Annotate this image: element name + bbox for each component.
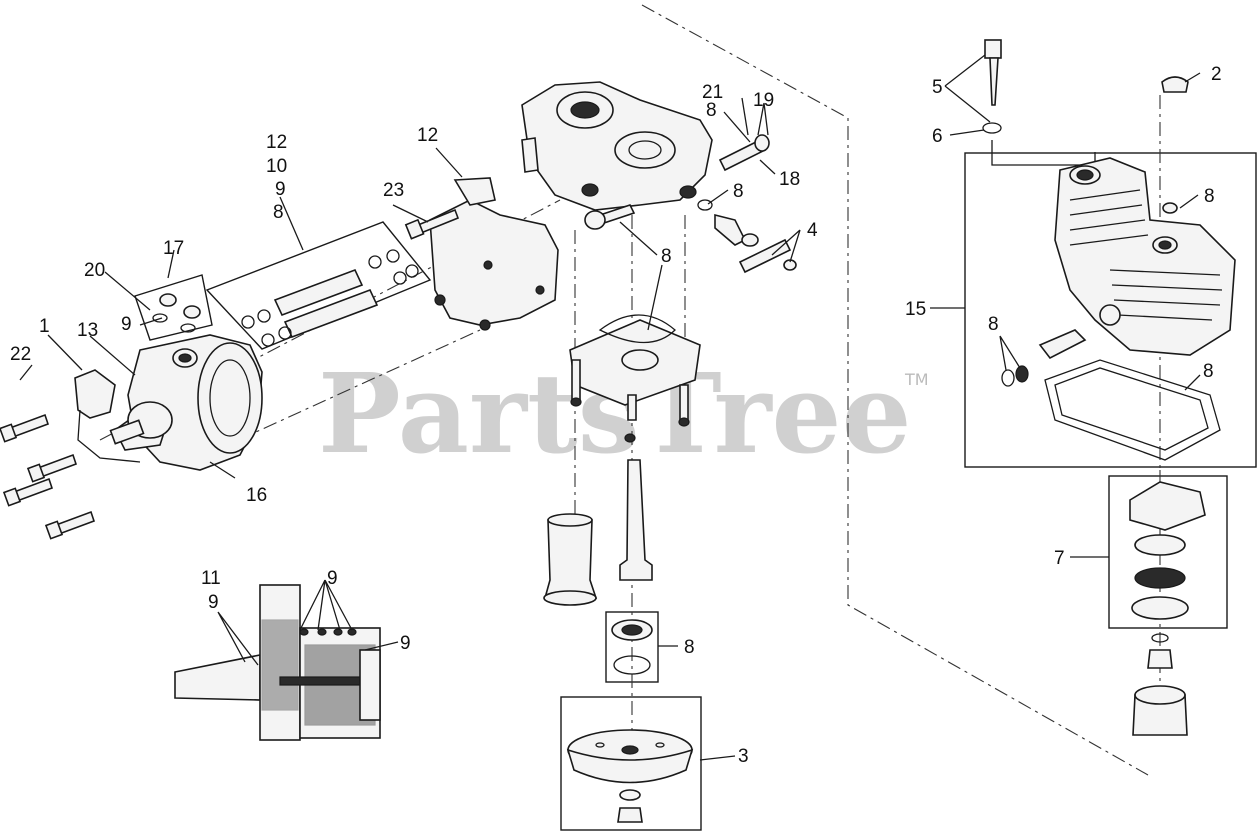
callout-20: 20	[84, 260, 105, 281]
callout-12-cylinders: 12	[266, 132, 287, 153]
pump-assembly	[0, 293, 263, 540]
pump-face	[197, 342, 263, 454]
callout-9-section-right: 9	[400, 633, 411, 654]
callout-4: 4	[807, 220, 818, 241]
reservoir-15	[1001, 157, 1236, 461]
callout-6: 6	[932, 126, 943, 147]
callout-8-top: 8	[706, 100, 717, 121]
center-plate	[404, 177, 559, 331]
callout-9-section-left: 9	[208, 592, 219, 613]
callout-18: 18	[779, 169, 800, 190]
callout-11: 11	[201, 568, 221, 589]
callout-9-cylinders: 9	[275, 179, 286, 200]
callout-21: 21	[702, 82, 723, 103]
group-boxes	[134, 152, 1257, 831]
callouts: 1 2 3 4 5 6 7 8 8 8 8 8 8 8 8 9 9 9 9 9 …	[10, 64, 1222, 767]
callout-8-cylinders: 8	[273, 202, 284, 223]
pulley-3	[566, 729, 694, 823]
callout-23: 23	[383, 180, 404, 201]
box-3	[560, 696, 702, 831]
callout-13: 13	[77, 320, 98, 341]
callout-15: 15	[905, 299, 926, 320]
bearing-8	[611, 619, 653, 675]
box-15	[964, 152, 1257, 468]
coupler	[1132, 633, 1188, 736]
leader-lines	[19, 54, 1201, 761]
bolts-22	[0, 413, 96, 540]
callout-9-fittings: 9	[121, 314, 132, 335]
bracket-part	[74, 369, 116, 419]
callout-17: 17	[163, 238, 184, 259]
callout-9-section-top: 9	[327, 568, 338, 589]
dipstick	[982, 39, 1189, 134]
callout-22: 22	[10, 344, 31, 365]
watermark-trademark: TM	[904, 370, 929, 389]
callout-8-cover-gasket: 8	[1203, 361, 1214, 382]
callout-2: 2	[1211, 64, 1222, 85]
callout-10: 10	[266, 156, 287, 177]
box-8-9-10-12	[205, 221, 432, 350]
upper-housing	[521, 81, 797, 274]
callout-8-bearing: 8	[684, 637, 695, 658]
box-7	[1108, 475, 1228, 629]
callout-8-seals: 8	[988, 314, 999, 335]
lower-block	[569, 314, 701, 443]
callout-1: 1	[39, 316, 50, 337]
section-view	[174, 584, 381, 741]
callout-19: 19	[753, 90, 774, 111]
callout-3: 3	[738, 746, 749, 767]
callout-7: 7	[1054, 548, 1065, 569]
callout-8-gasket: 8	[661, 246, 672, 267]
callout-8-fitting: 8	[733, 181, 744, 202]
shaft-parts	[543, 459, 653, 606]
box-17	[134, 274, 213, 341]
callout-5: 5	[932, 77, 943, 98]
callout-16: 16	[246, 485, 267, 506]
callout-12-plate: 12	[417, 125, 438, 146]
cylinder-set	[241, 249, 419, 347]
box-7-parts	[1129, 481, 1206, 620]
callout-8-reservoir: 8	[1204, 186, 1215, 207]
